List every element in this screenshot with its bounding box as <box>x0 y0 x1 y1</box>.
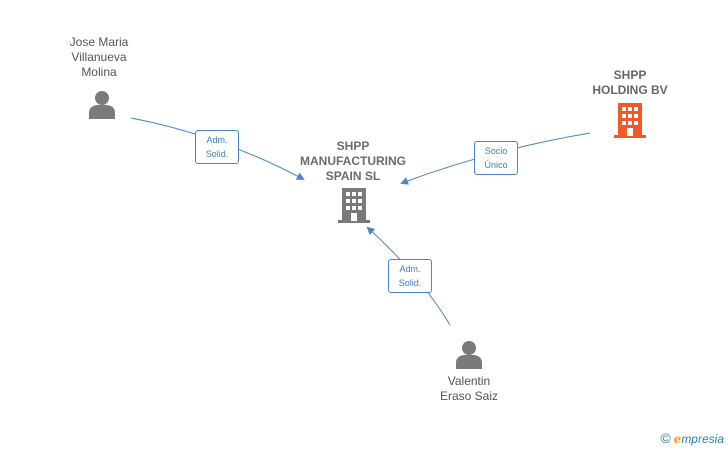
label-line: MANUFACTURING <box>300 154 406 168</box>
brand-logo-text: mpresia <box>681 432 724 446</box>
label-line: Molina <box>81 65 117 79</box>
label-line: Adm. <box>399 264 421 274</box>
person-jose-label[interactable]: Jose Maria Villanueva Molina <box>51 35 147 80</box>
label-line: SHPP <box>613 68 647 82</box>
label-line: SHPP <box>336 139 370 153</box>
copyright-icon: © <box>660 430 671 446</box>
building-icon[interactable] <box>338 188 370 223</box>
label-line: Único <box>484 160 508 170</box>
label-line: Villanueva <box>71 50 127 64</box>
person-valentin-label[interactable]: Valentin Eraso Saiz <box>421 374 517 404</box>
company-main-label[interactable]: SHPP MANUFACTURING SPAIN SL <box>293 139 413 184</box>
label-line: SPAIN SL <box>325 169 381 183</box>
edge-label-adm-solid: Adm. Solid. <box>195 130 239 164</box>
label-line: Jose Maria <box>69 35 129 49</box>
brand-footer[interactable]: ©empresia <box>660 430 724 446</box>
person-icon[interactable] <box>454 339 484 369</box>
label-line: Solid. <box>205 149 229 159</box>
label-line: Eraso Saiz <box>439 389 499 403</box>
edge-label-adm-solid: Adm. Solid. <box>388 259 432 293</box>
label-line: Socio <box>484 146 508 156</box>
label-line: HOLDING BV <box>592 83 668 97</box>
label-line: Solid. <box>398 278 422 288</box>
company-holding-label[interactable]: SHPP HOLDING BV <box>575 68 685 98</box>
person-icon[interactable] <box>87 89 117 119</box>
edge-label-socio-unico: Socio Único <box>474 141 518 175</box>
building-icon-highlighted[interactable] <box>614 103 646 138</box>
brand-logo-letter: e <box>673 432 682 446</box>
label-line: Adm. <box>206 135 228 145</box>
label-line: Valentin <box>447 374 491 388</box>
